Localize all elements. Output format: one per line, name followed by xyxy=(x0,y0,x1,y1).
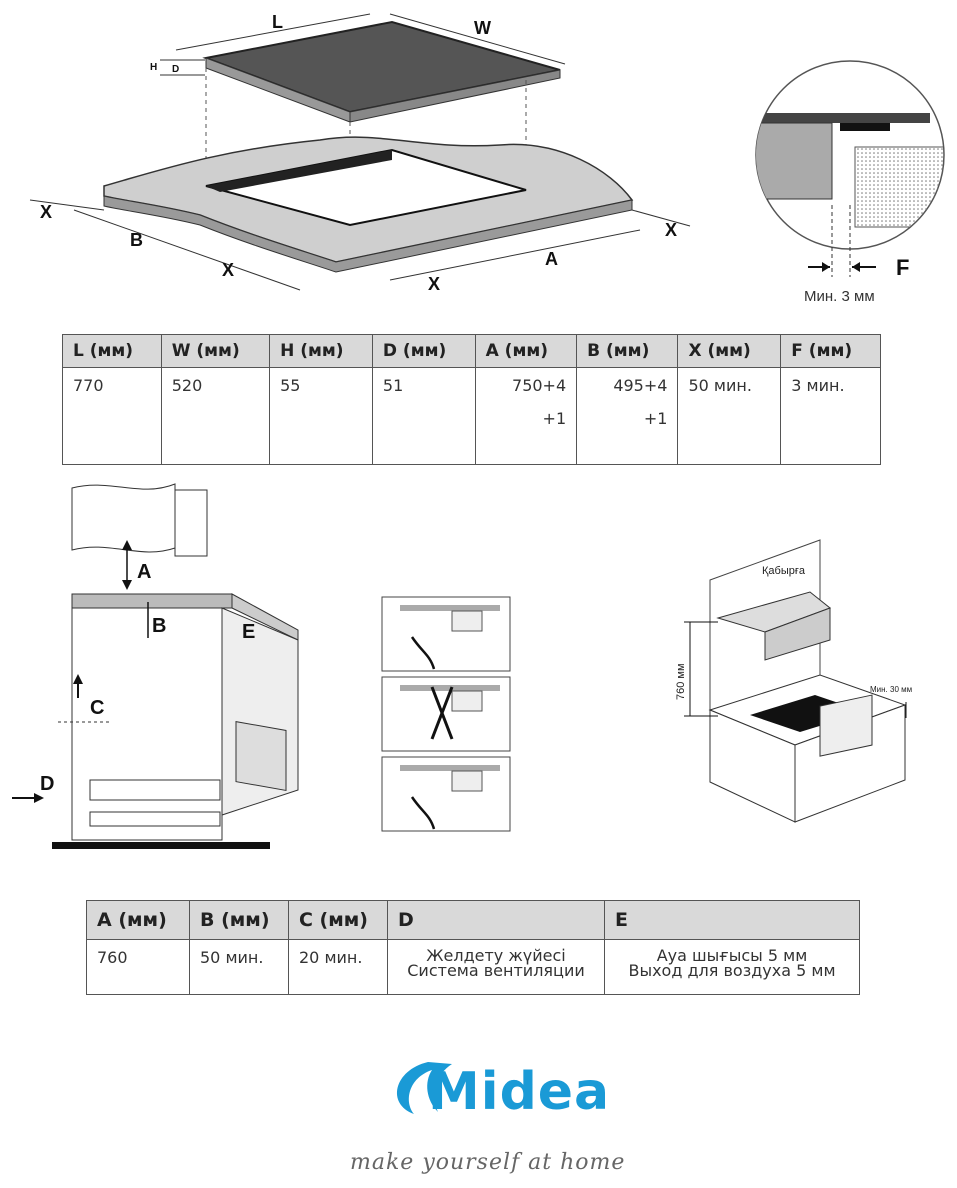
label-f: F xyxy=(896,255,909,280)
min-gap-caption: Мин. 3 мм xyxy=(804,288,875,305)
value-x: 50 мин. xyxy=(677,367,782,465)
tolerance-b: +1 xyxy=(643,409,668,428)
table-header-row: L (мм) W (мм) H (мм) D (мм) A (мм) B (мм… xyxy=(62,334,881,368)
label-x-left: X xyxy=(40,202,52,222)
header-d: D (мм) xyxy=(371,334,476,368)
value-a: 750+4 xyxy=(512,376,567,395)
value-b: 495+4 xyxy=(613,376,668,395)
wall-label: Қабырға xyxy=(762,565,806,577)
label-x-front: X xyxy=(428,274,440,294)
value-a-cell: 750+4 +1 xyxy=(474,367,578,465)
dimensions-table: L (мм) W (мм) H (мм) D (мм) A (мм) B (мм… xyxy=(62,334,881,465)
header-w: W (мм) xyxy=(160,334,271,368)
airflow-panel-correct-1 xyxy=(381,596,511,672)
header-d: D xyxy=(387,900,605,940)
header-h: H (мм) xyxy=(269,334,373,368)
table-row: 760 50 мин. 20 мин. Желдету жүйесі Систе… xyxy=(86,939,860,995)
value-w: 520 xyxy=(160,367,271,465)
label-b: B xyxy=(130,230,143,250)
label-x-bottom: X xyxy=(222,260,234,280)
value-e-line1: Ауа шығысы 5 мм xyxy=(656,946,808,965)
cooktop-installation-diagram: L W H D X B X X A X xyxy=(29,12,691,294)
value-l: 770 xyxy=(62,367,162,465)
value-d-line1: Желдету жүйесі xyxy=(426,946,566,965)
label-w: W xyxy=(474,18,491,38)
tolerance-a: +1 xyxy=(542,409,567,428)
label-c-bottom: C xyxy=(90,697,104,719)
oven-ventilation-diagram: A B C D E xyxy=(12,483,299,849)
value-e-line2: Выход для воздуха 5 мм xyxy=(628,961,836,980)
label-e-bottom: E xyxy=(242,621,255,643)
label-h: H xyxy=(150,62,157,73)
airflow-panels xyxy=(381,596,511,832)
header-f: F (мм) xyxy=(780,334,881,368)
header-l: L (мм) xyxy=(62,334,162,368)
brand-logo: Midea xyxy=(428,1062,611,1122)
label-d: D xyxy=(172,64,179,75)
header-b: B (мм) xyxy=(576,334,679,368)
header-a: A (мм) xyxy=(474,334,578,368)
value-a: 760 xyxy=(86,939,190,995)
gap-detail-diagram: F Мин. 3 мм xyxy=(755,60,945,305)
height-label: 760 мм xyxy=(675,663,687,700)
label-l: L xyxy=(272,12,283,32)
value-b-cell: 495+4 +1 xyxy=(576,367,679,465)
header-c: C (мм) xyxy=(288,900,388,940)
airflow-panel-wrong xyxy=(381,676,511,752)
label-x-right: X xyxy=(665,220,677,240)
airflow-panel-correct-2 xyxy=(381,756,511,832)
value-c: 20 мин. xyxy=(288,939,388,995)
value-d-line2: Система вентиляции xyxy=(407,961,585,980)
value-d-cell: Желдету жүйесі Система вентиляции xyxy=(387,939,605,995)
label-a: A xyxy=(545,249,558,269)
label-b-bottom: B xyxy=(152,615,166,637)
header-b: B (мм) xyxy=(189,900,289,940)
header-x: X (мм) xyxy=(677,334,782,368)
header-a: A (мм) xyxy=(86,900,190,940)
value-f: 3 мин. xyxy=(780,367,881,465)
value-b: 50 мин. xyxy=(189,939,289,995)
value-e-cell: Ауа шығысы 5 мм Выход для воздуха 5 мм xyxy=(604,939,860,995)
hood-clearance-diagram: Қабырға 760 мм Мин. 30 мм xyxy=(675,539,912,823)
label-d-bottom: D xyxy=(40,773,54,795)
table-header-row: A (мм) B (мм) C (мм) D E xyxy=(86,900,860,940)
brand-swoosh-icon xyxy=(397,1062,452,1114)
brand-slogan: make yourself at home xyxy=(350,1150,626,1175)
ventilation-table: A (мм) B (мм) C (мм) D E 760 50 мин. 20 … xyxy=(86,900,860,995)
label-a-bottom: A xyxy=(137,561,151,583)
header-e: E xyxy=(604,900,860,940)
min-clearance-label: Мин. 30 мм xyxy=(870,685,912,694)
table-row: 770 520 55 51 750+4 +1 495+4 +1 50 мин. … xyxy=(62,367,881,465)
value-d: 51 xyxy=(371,367,476,465)
value-h: 55 xyxy=(269,367,373,465)
